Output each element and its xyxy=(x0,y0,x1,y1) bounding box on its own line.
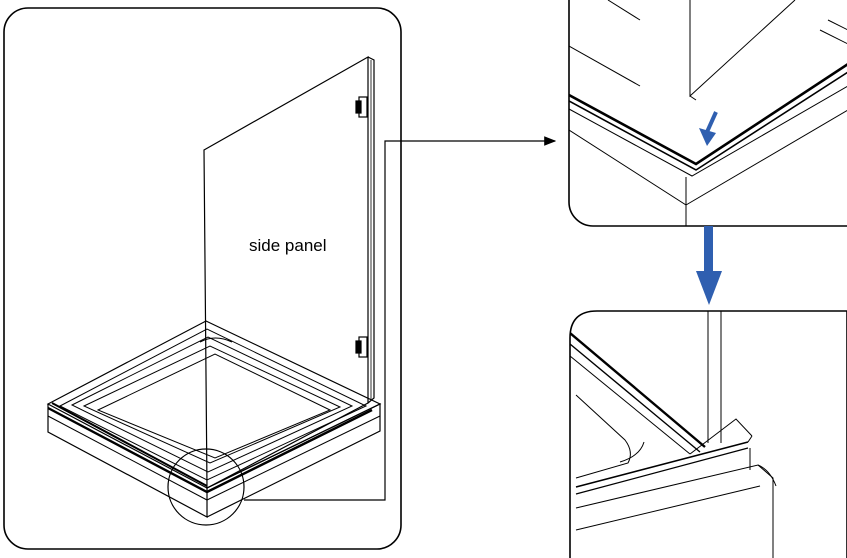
bottom-detail-frame xyxy=(569,310,847,558)
side-panel-glass xyxy=(203,55,375,489)
side-panel-label: side panel xyxy=(249,236,327,255)
blue-pointer-arrow xyxy=(699,111,718,146)
shower-tray xyxy=(46,320,382,519)
blue-down-arrow xyxy=(696,226,722,305)
callout-leader-line xyxy=(244,136,557,501)
detail-callout-circle xyxy=(167,448,245,526)
top-detail-frame xyxy=(568,0,847,227)
main-view-panel: side panel xyxy=(3,7,557,550)
bottom-detail-panel xyxy=(569,310,847,558)
main-view-frame xyxy=(3,7,402,550)
top-detail-panel xyxy=(568,0,847,227)
